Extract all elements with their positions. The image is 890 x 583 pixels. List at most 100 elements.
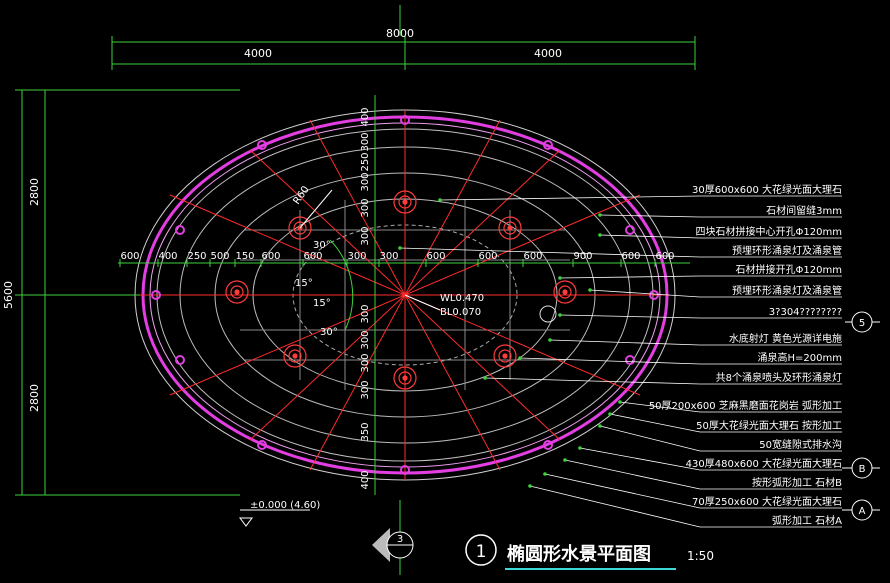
dim-left-upper: 2800 — [28, 178, 41, 206]
callout-label: 430厚480x600 大花绿光面大理石 — [686, 457, 842, 470]
callout-leader — [599, 214, 701, 218]
callout-label: 50厚200x600 芝麻黑磨面花岗岩 弧形加工 — [649, 399, 842, 412]
callout-leader — [529, 485, 701, 528]
dim-label: 600 — [478, 251, 497, 262]
angle-label: 30° — [320, 327, 338, 338]
section-marker-3: 3 — [372, 500, 414, 575]
callout-label: 50厚大花绿光面大理石 按形加工 — [696, 419, 842, 432]
title-text: 椭圆形水景平面图 — [507, 543, 651, 565]
svg-text:5: 5 — [859, 318, 865, 329]
fountain-nozzles — [225, 190, 577, 390]
fountain-nozzle — [288, 216, 312, 240]
callout-label: 预埋环形涌泉灯及涌泉管 — [732, 284, 842, 297]
callout-label: 水底射灯 黄色光源详电施 — [729, 332, 842, 345]
dim-label: 300 — [360, 226, 371, 245]
callout-anchor — [598, 424, 602, 428]
top-dimensions — [111, 5, 696, 70]
callout-label: 50宽缝隙式排水沟 — [759, 438, 842, 451]
callout-label: 按形弧形加工 石材B — [752, 476, 842, 489]
section-marker-5: 5 — [845, 311, 880, 333]
angle-arc — [329, 239, 354, 331]
callout-anchor — [598, 233, 602, 237]
elevation-mark: ±0.000 (4.60) — [239, 500, 320, 527]
ring-bolts — [151, 115, 659, 475]
dim-label: 300 — [360, 330, 371, 349]
fountain-nozzle — [493, 344, 517, 368]
dim-label: 600 — [621, 251, 640, 262]
dim-label: 600 — [426, 251, 445, 262]
bottom-level-label: BL0.070 — [440, 307, 481, 318]
callout-label: 70厚250x600 大花绿光面大理石 — [692, 495, 842, 508]
dim-label: 300 — [379, 251, 398, 262]
angle-label: 30° — [313, 240, 331, 251]
dim-label: 400 — [360, 470, 371, 489]
callout-leader — [564, 459, 701, 490]
callout-leader — [559, 314, 701, 319]
dim-label: 600 — [523, 251, 542, 262]
dim-label: 400 — [158, 251, 177, 262]
callout-label: 石材间留缝3mm — [766, 204, 842, 217]
callout-leader — [579, 447, 701, 471]
dim-label: 250 — [187, 251, 206, 262]
dim-top-total: 8000 — [386, 27, 414, 40]
dim-label: 300 — [360, 132, 371, 151]
callout-leader — [519, 357, 701, 365]
drawing-title: 1 椭圆形水景平面图 1:50 — [465, 534, 714, 570]
callout-anchor — [618, 400, 622, 404]
elevation-label: ±0.000 (4.60) — [250, 500, 320, 511]
dim-left-total: 5600 — [2, 281, 15, 309]
dim-label: 300 — [360, 380, 371, 399]
callout-anchor — [598, 213, 602, 217]
title-number: 1 — [476, 542, 487, 562]
callout-anchor — [558, 276, 562, 280]
callout-anchor — [528, 484, 532, 488]
dim-label: 500 — [210, 251, 229, 262]
callout-leader — [544, 473, 701, 509]
callout-leader — [609, 413, 701, 433]
callout-anchor — [518, 356, 522, 360]
fountain-nozzle — [225, 280, 249, 304]
callout-anchor — [563, 458, 567, 462]
dim-label: 300 — [360, 353, 371, 372]
callout-label: 涌泉高H=200mm — [758, 351, 842, 364]
callout-leader — [599, 234, 701, 239]
callout-anchor — [438, 198, 442, 202]
fountain-nozzle — [393, 190, 417, 214]
fountain-nozzle — [283, 344, 307, 368]
dim-label: 600 — [261, 251, 280, 262]
dim-label: 300 — [360, 304, 371, 323]
callout-label: 弧形加工 石材A — [772, 514, 842, 527]
dim-top-right: 4000 — [534, 47, 562, 60]
callout-anchor — [578, 446, 582, 450]
dim-label: 300 — [360, 172, 371, 191]
callout-label: 共8个涌泉喷头及环形涌泉灯 — [716, 371, 842, 384]
callout-leader — [399, 247, 701, 258]
callout-anchor — [483, 376, 487, 380]
callout-label: 预埋环形涌泉灯及涌泉管 — [732, 244, 842, 257]
callout-leader — [549, 339, 701, 346]
callout-label: 30厚600x600 大花绿光面大理石 — [692, 183, 842, 196]
dim-label: 400 — [360, 107, 371, 126]
radius-label: R60 — [291, 184, 311, 206]
dim-label: 300 — [347, 251, 366, 262]
callout-leader — [559, 275, 701, 279]
dim-left-lower: 2800 — [28, 384, 41, 412]
dim-top-left: 4000 — [244, 47, 272, 60]
callout-label: 3?304???????? — [769, 307, 842, 318]
svg-text:A: A — [859, 506, 866, 517]
underwater-light-icon — [539, 305, 557, 323]
dim-label: 350 — [360, 422, 371, 441]
water-level-label: WL0.470 — [440, 293, 484, 304]
callout-leader — [439, 195, 701, 201]
callout-anchor — [588, 288, 592, 292]
callout-anchor — [543, 472, 547, 476]
dim-label: 150 — [235, 251, 254, 262]
dim-label: 600 — [655, 251, 674, 262]
dim-label: 250 — [360, 152, 371, 171]
callout-label: 四块石材拼接中心开孔Φ120mm — [696, 225, 842, 238]
left-dimensions — [15, 89, 240, 496]
callout-leader — [599, 425, 701, 452]
fountain-nozzle — [393, 366, 417, 390]
